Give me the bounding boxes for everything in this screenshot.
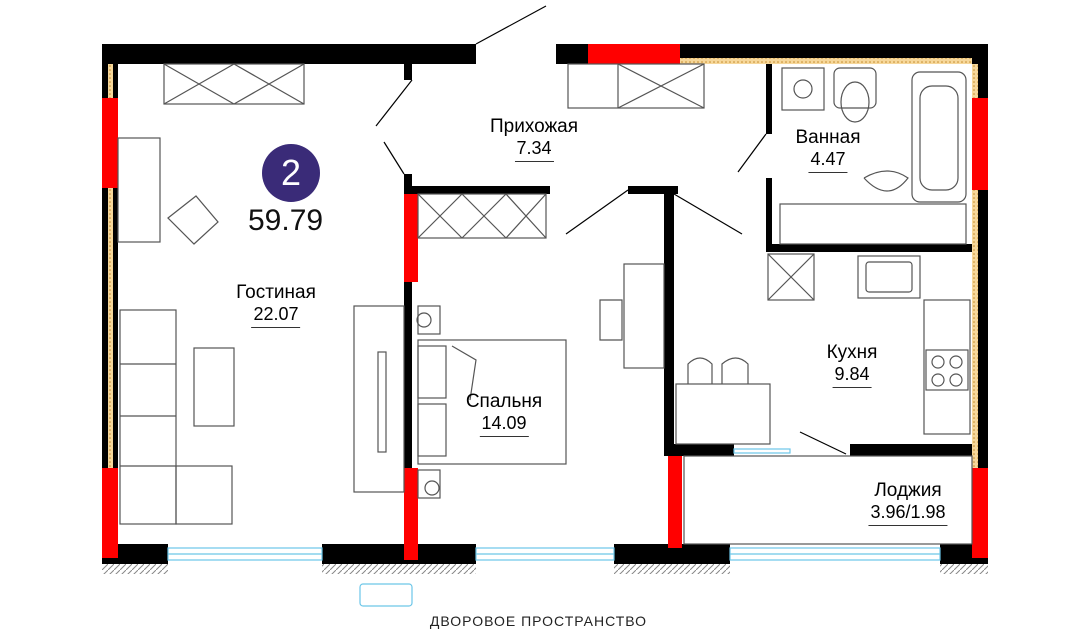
interior-walls	[404, 64, 972, 468]
courtyard-caption: ДВОРОВОЕ ПРОСТРАНСТВО	[429, 613, 648, 629]
room-name: Прихожая	[489, 116, 579, 137]
room-label-hallway: Прихожая 7.34	[490, 116, 578, 162]
window-walls	[102, 44, 988, 560]
room-count-badge: 2	[262, 144, 320, 202]
room-name: Ванная	[795, 127, 861, 148]
room-name: Кухня	[826, 342, 878, 363]
ledge-right	[614, 564, 730, 574]
room-area: 7.34	[514, 138, 554, 162]
windows	[167, 448, 941, 607]
room-label-kitchen: Кухня 9.84	[826, 342, 878, 388]
total-area: 59.79	[248, 204, 324, 237]
doors	[375, 5, 847, 455]
ledge-mid	[322, 564, 476, 574]
insulation-strip-left	[108, 64, 113, 544]
ledge-left	[102, 564, 168, 574]
room-label-living-room: Гостиная 22.07	[236, 282, 316, 328]
room-name: Лоджия	[874, 480, 942, 501]
room-name: Спальня	[465, 391, 543, 412]
room-area: 4.47	[808, 149, 848, 173]
room-area: 14.09	[479, 413, 529, 437]
insulation-strip	[972, 64, 978, 544]
room-label-loggia: Лоджия 3.96/1.98	[868, 480, 948, 526]
insulation-strip-top	[680, 58, 972, 64]
furniture	[117, 63, 973, 545]
room-name: Гостиная	[236, 282, 316, 303]
room-area: 9.84	[832, 364, 872, 388]
room-label-bedroom: Спальня 14.09	[466, 391, 542, 437]
room-label-bathroom: Ванная 4.47	[795, 127, 861, 173]
room-area: 22.07	[251, 304, 301, 328]
ledge-far	[940, 564, 988, 574]
room-area: 3.96/1.98	[868, 502, 948, 526]
